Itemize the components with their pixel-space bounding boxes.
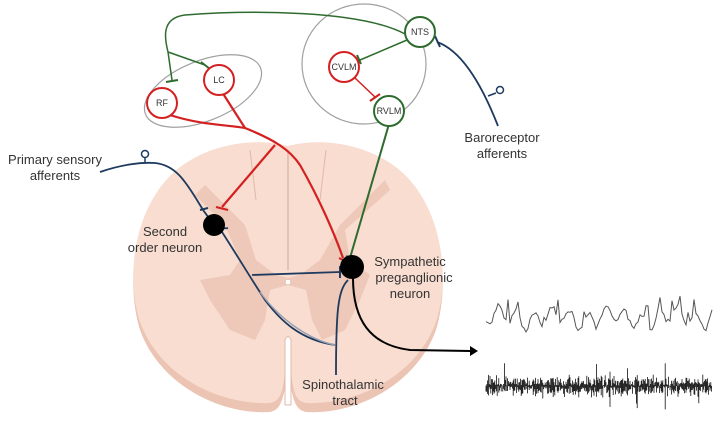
- primary-sensory-synapse: [199, 207, 209, 211]
- nts-projection: [164, 11, 406, 81]
- primary-sensory-ending-icon: [140, 149, 150, 159]
- second-order-label-1: Second: [143, 224, 187, 239]
- second-order-axon: [221, 231, 336, 346]
- nucleus-nts: NTS: [404, 16, 436, 48]
- nts-to-cvlm: [359, 39, 408, 61]
- spinothalamic-tract-line: [335, 279, 349, 376]
- red-second-order-synapse: [215, 206, 229, 211]
- spinothalamic-label-2: tract: [332, 393, 358, 408]
- cvlm-rvlm-synapse: [369, 93, 381, 102]
- dorsal-root-line-right: [319, 149, 327, 201]
- primary-sensory-label-2: afferents: [30, 168, 81, 183]
- spinothalamic-label-1: Spinothalamic: [302, 377, 384, 392]
- output-arrow-head-icon: [470, 346, 478, 356]
- nucleus-rf: RF: [146, 87, 178, 119]
- efferent-output: [352, 277, 471, 352]
- cvlm-to-rvlm: [354, 77, 376, 98]
- cvlm-label: CVLM: [331, 62, 356, 72]
- baroreceptor-synapse: [434, 35, 441, 48]
- dorsal-root-line-left: [249, 149, 257, 201]
- nucleus-lc: LC: [203, 64, 235, 96]
- interneuron-to-spn: [251, 271, 341, 276]
- baroreceptor-ending-icon: [495, 85, 505, 95]
- ventral-fissure: [284, 336, 292, 406]
- sympathetic-preganglionic-neuron: [340, 255, 364, 279]
- baroreceptor-afferent: [436, 41, 499, 127]
- nts-cvlm-synapse: [356, 54, 362, 65]
- rf-lc-descending: [169, 91, 345, 259]
- nucleus-rvlm: RVLM: [373, 95, 405, 127]
- rf-label: RF: [156, 98, 168, 108]
- second-order-label-2: order neuron: [128, 240, 202, 255]
- nucleus-cvlm: CVLM: [328, 51, 360, 83]
- gray-matter: [195, 180, 390, 340]
- sympathetic-label-1: Sympathetic: [374, 254, 446, 269]
- primary-sensory-label-1: Primary sensory: [8, 152, 102, 167]
- rvlm-label: RVLM: [377, 106, 402, 116]
- integrated-sympathetic-trace: [485, 295, 713, 334]
- nts-label: NTS: [411, 27, 429, 37]
- nts-synapse-marks: [165, 61, 211, 83]
- central-canal: [286, 280, 290, 284]
- lc-label: LC: [213, 75, 225, 85]
- raw-sympathetic-trace: [485, 363, 712, 410]
- sympathetic-label-2: preganglionic: [375, 270, 453, 285]
- baroreceptor-label-1: Baroreceptor: [464, 130, 540, 145]
- rvlm-to-spn: [349, 123, 390, 259]
- medulla-region: [301, 3, 427, 125]
- baroreceptor-label-2: afferents: [477, 146, 528, 161]
- baroreceptor-receptor-stalk: [487, 92, 497, 97]
- second-order-gray-tract: [259, 291, 336, 346]
- sympathetic-label-3: neuron: [390, 286, 430, 301]
- rf-lc-region: [143, 54, 263, 128]
- second-order-neuron: [203, 214, 225, 236]
